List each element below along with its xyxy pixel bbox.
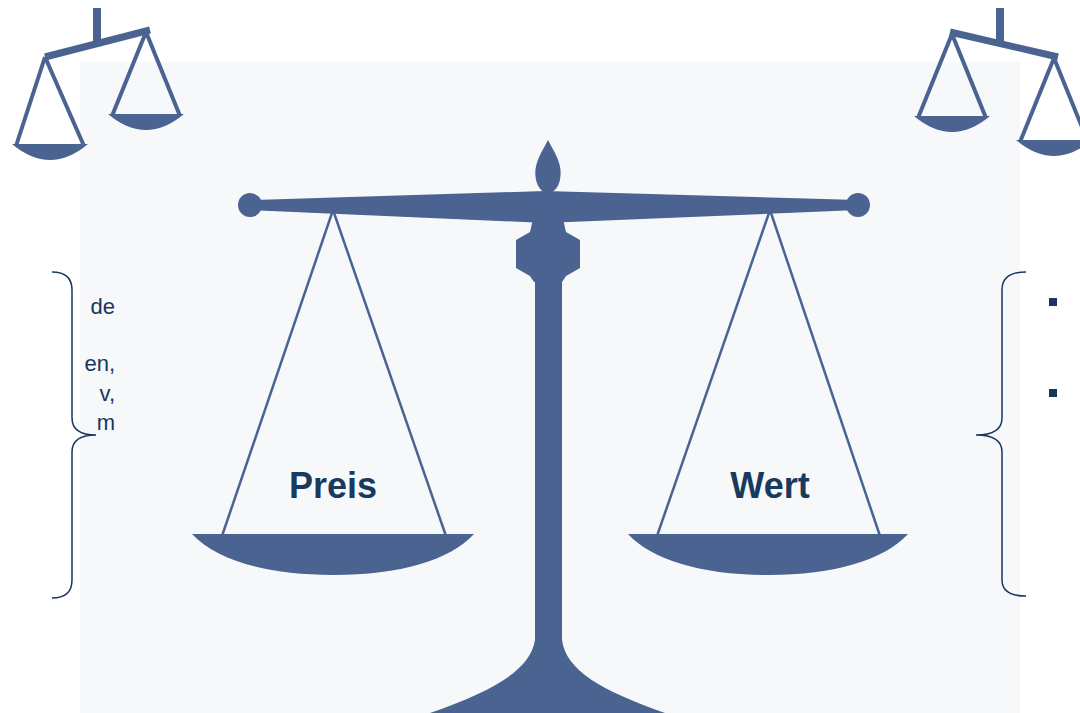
- pan-label: Wert: [730, 466, 809, 506]
- background-panel: [80, 62, 1020, 713]
- balance-scale: [192, 140, 908, 713]
- pan-label: Preis: [289, 466, 377, 506]
- curly-bracket: [976, 272, 1026, 596]
- cropped-text: m: [97, 410, 115, 436]
- cropped-text: v,: [100, 381, 115, 407]
- scale-icon: [914, 8, 1080, 156]
- scale-pan: Preis: [281, 462, 386, 510]
- scale-pan: Wert: [722, 462, 818, 510]
- cropped-text: en,: [84, 351, 115, 377]
- cropped-text: de: [91, 294, 115, 320]
- bullet-symbol: [1049, 298, 1057, 306]
- curly-bracket: [52, 272, 96, 598]
- scale-icon: [12, 8, 184, 160]
- bullet-symbol: [1049, 389, 1057, 397]
